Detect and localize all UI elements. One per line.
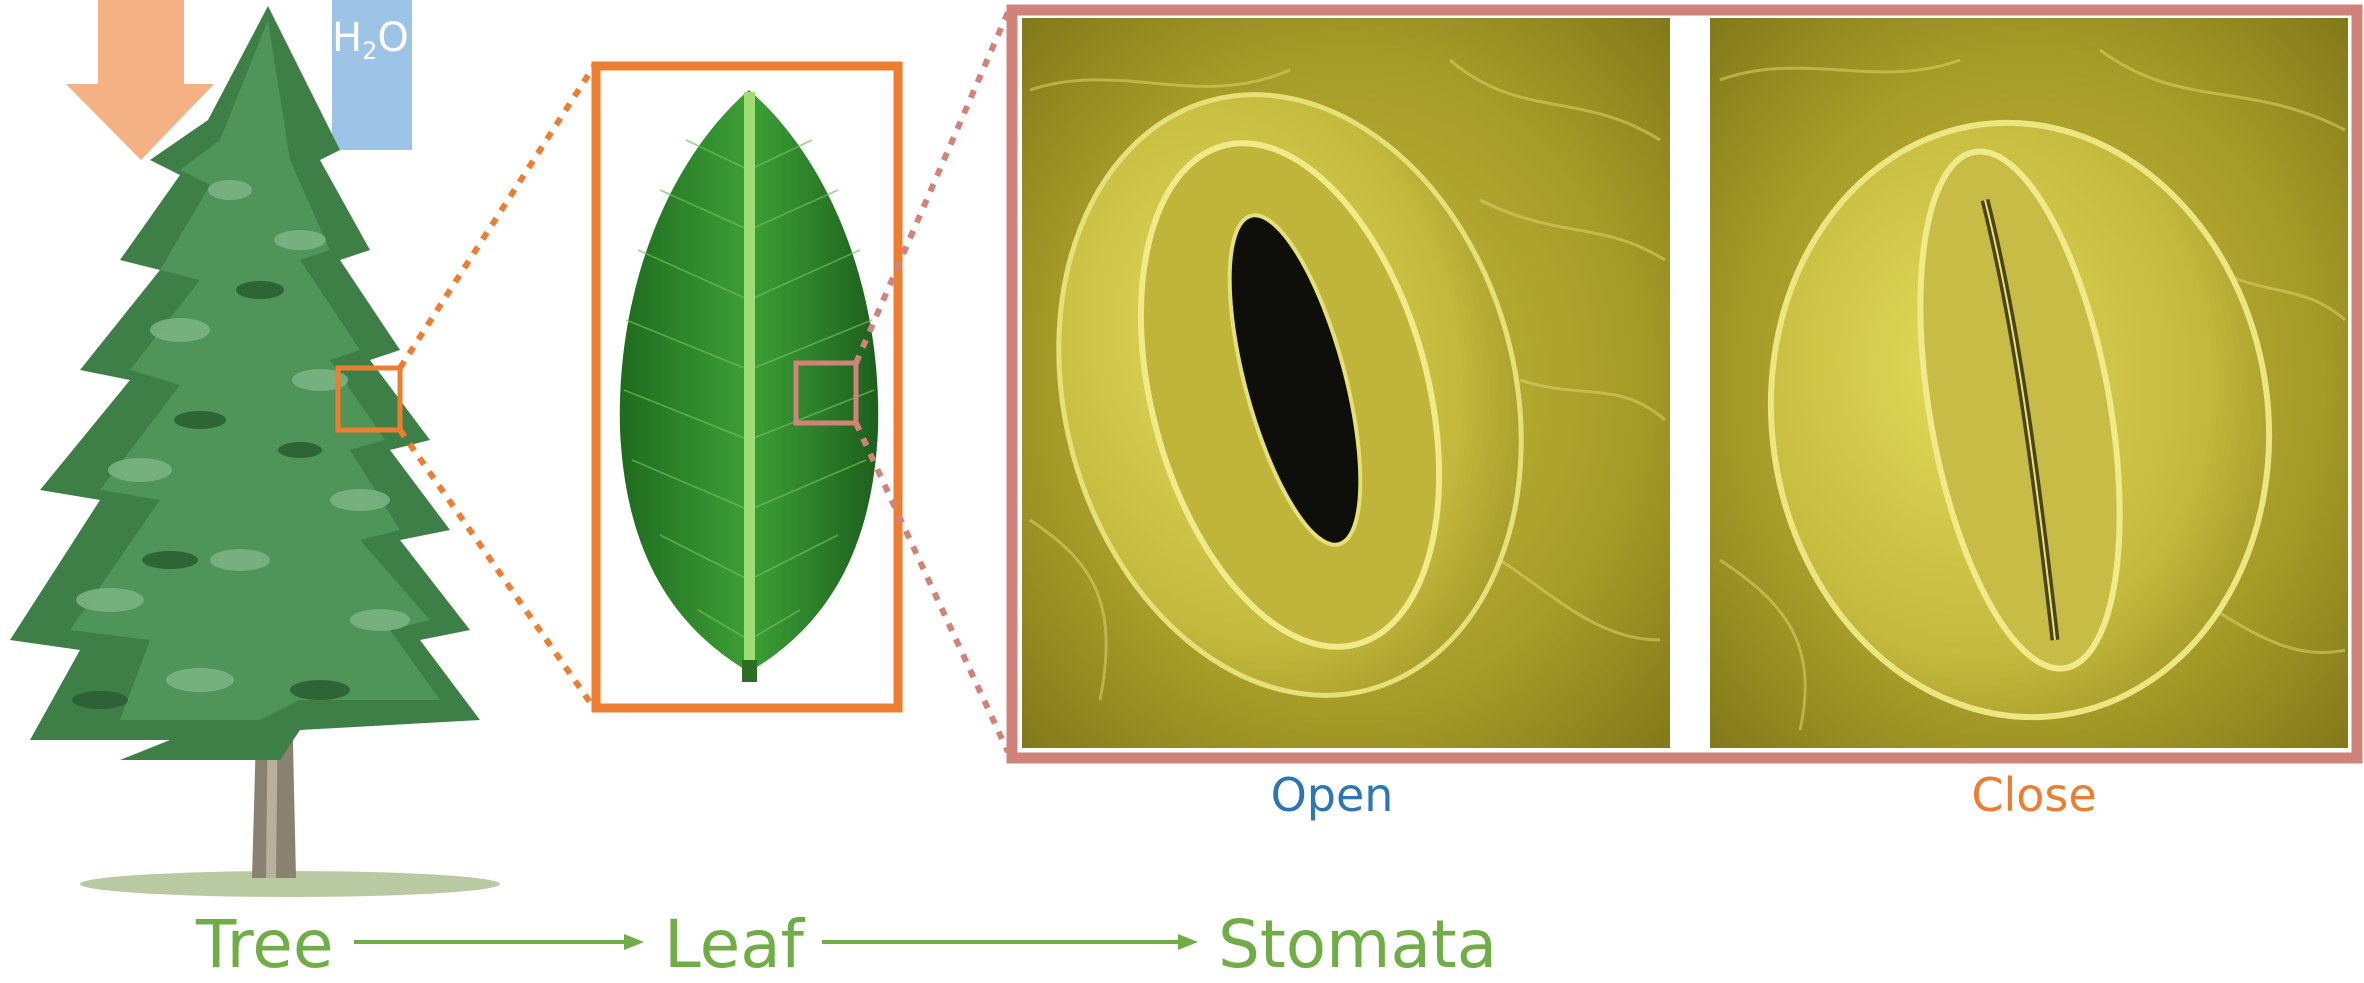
water-label: H2O: [332, 18, 409, 63]
flow-label-leaf: Leaf: [664, 912, 804, 978]
flow-label-stomata: Stomata: [1218, 912, 1497, 978]
close-label: Close: [1924, 772, 2144, 818]
micrograph-separator: [1670, 18, 1710, 748]
tree-illustration: [10, 6, 500, 897]
open-stoma-micrograph: [994, 18, 1670, 748]
flow-arrow-leaf-to-stomata: [822, 934, 1198, 950]
flow-label-tree: Tree: [196, 912, 334, 978]
closed-stoma-micrograph: [1710, 18, 2348, 750]
open-label: Open: [1222, 772, 1442, 818]
flow-arrow-tree-to-leaf: [354, 934, 644, 950]
